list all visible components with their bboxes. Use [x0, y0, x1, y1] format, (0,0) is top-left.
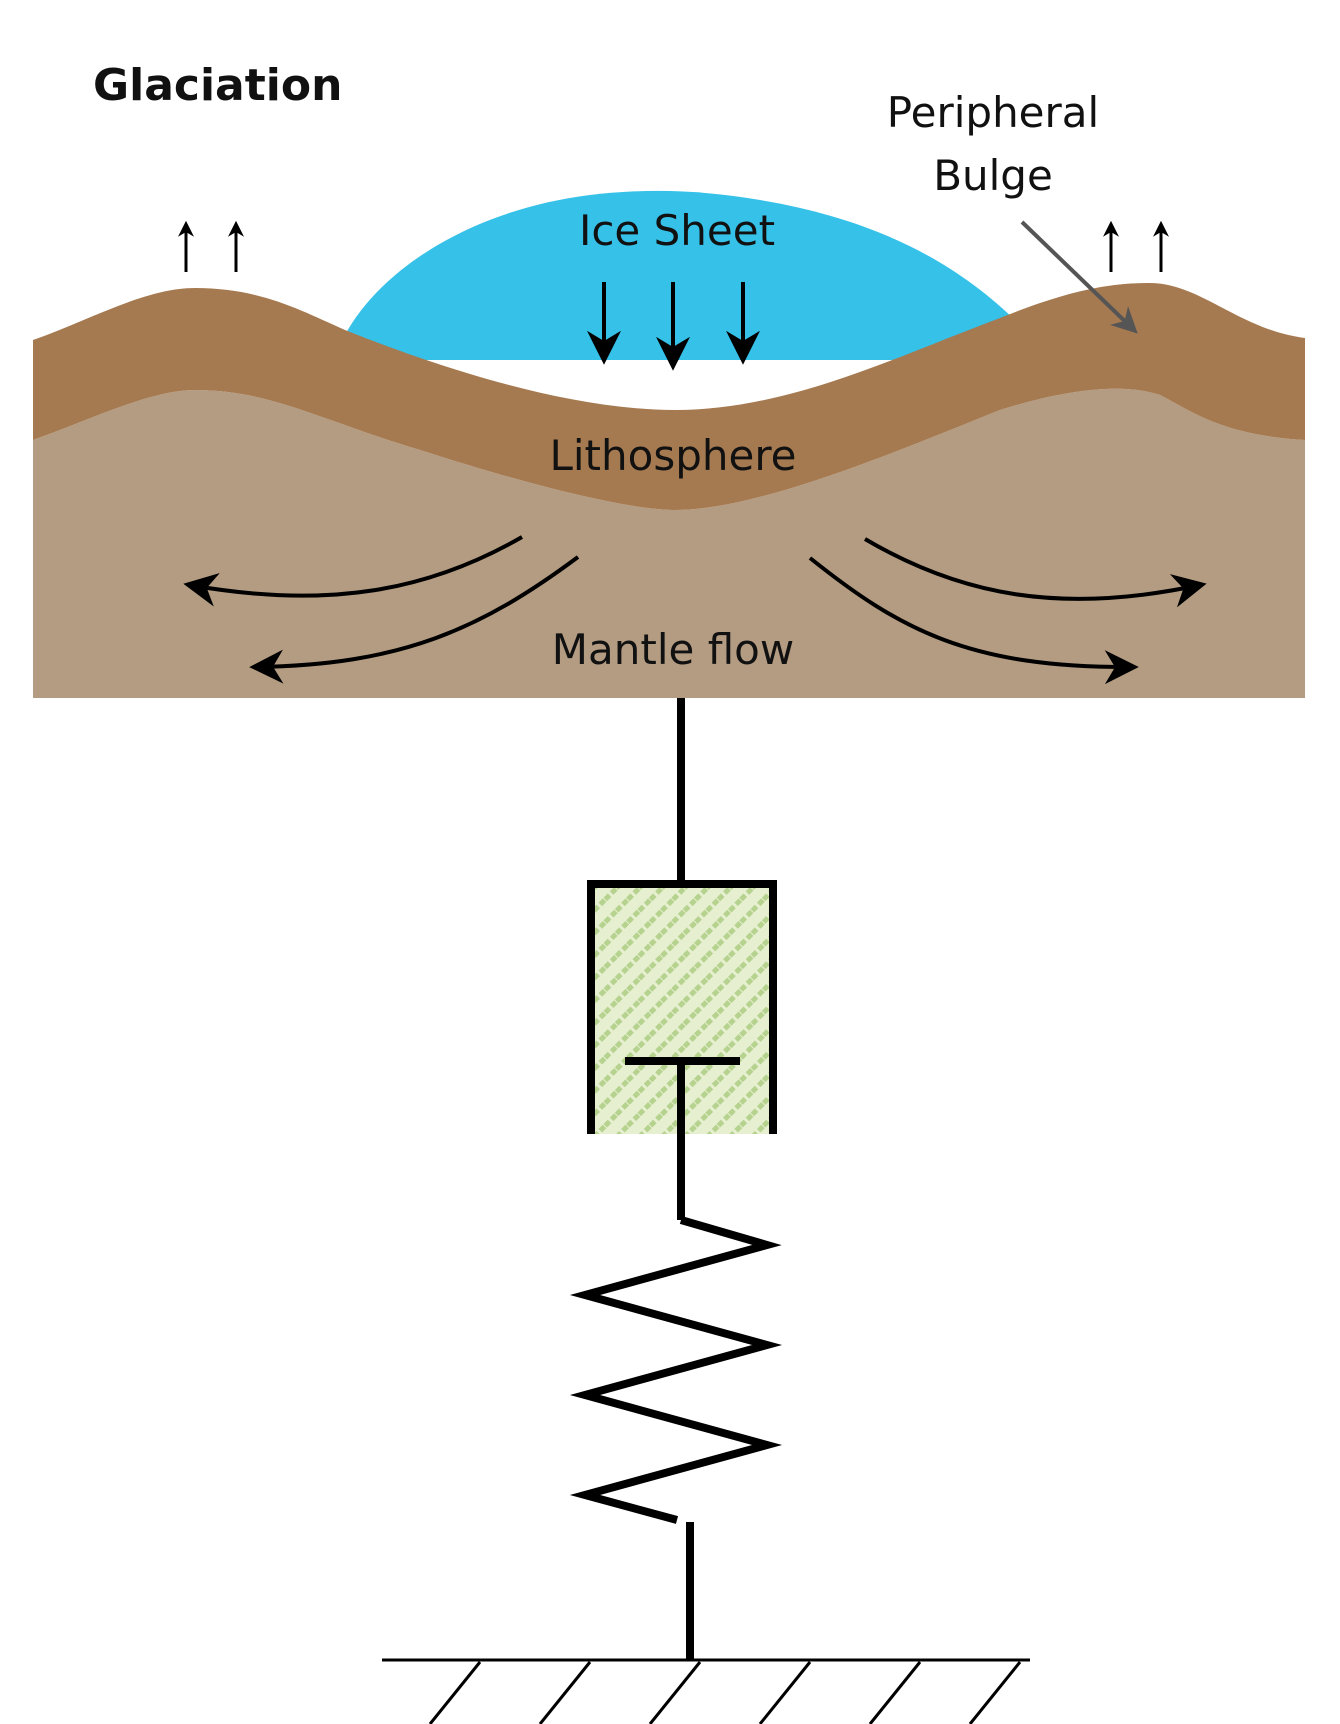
ice-sheet	[345, 190, 1020, 360]
peripheral-bulge-label-line1: Peripheral	[887, 88, 1099, 137]
ice-sheet-label: Ice Sheet	[579, 206, 775, 255]
mantle-layer	[33, 388, 1305, 698]
ground-hatch-stroke	[428, 1661, 482, 1724]
spring	[569, 1216, 783, 1524]
ground-hatch-stroke	[758, 1661, 812, 1724]
mantle-flow-arrow	[249, 555, 580, 684]
dashpot-cylinder	[587, 880, 777, 1134]
lithosphere-layer	[33, 283, 1305, 510]
bulge-pointer-arrow	[1020, 220, 1138, 334]
lithosphere-label: Lithosphere	[549, 431, 796, 480]
ground-hatch-stroke	[868, 1661, 922, 1724]
ground-hatch-stroke	[538, 1661, 592, 1724]
diagram-title: Glaciation	[93, 60, 342, 111]
mantle-flow-label: Mantle flow	[552, 625, 794, 674]
mantle-flow-arrow	[183, 535, 523, 607]
ground-hatch-stroke	[968, 1661, 1022, 1724]
ground-hatching	[428, 1661, 1022, 1724]
ground-hatch-stroke	[648, 1661, 702, 1724]
peripheral-bulge-label-line2: Bulge	[933, 151, 1053, 200]
mantle-flow-arrow	[808, 556, 1139, 685]
mantle-flow-arrow	[863, 537, 1207, 608]
